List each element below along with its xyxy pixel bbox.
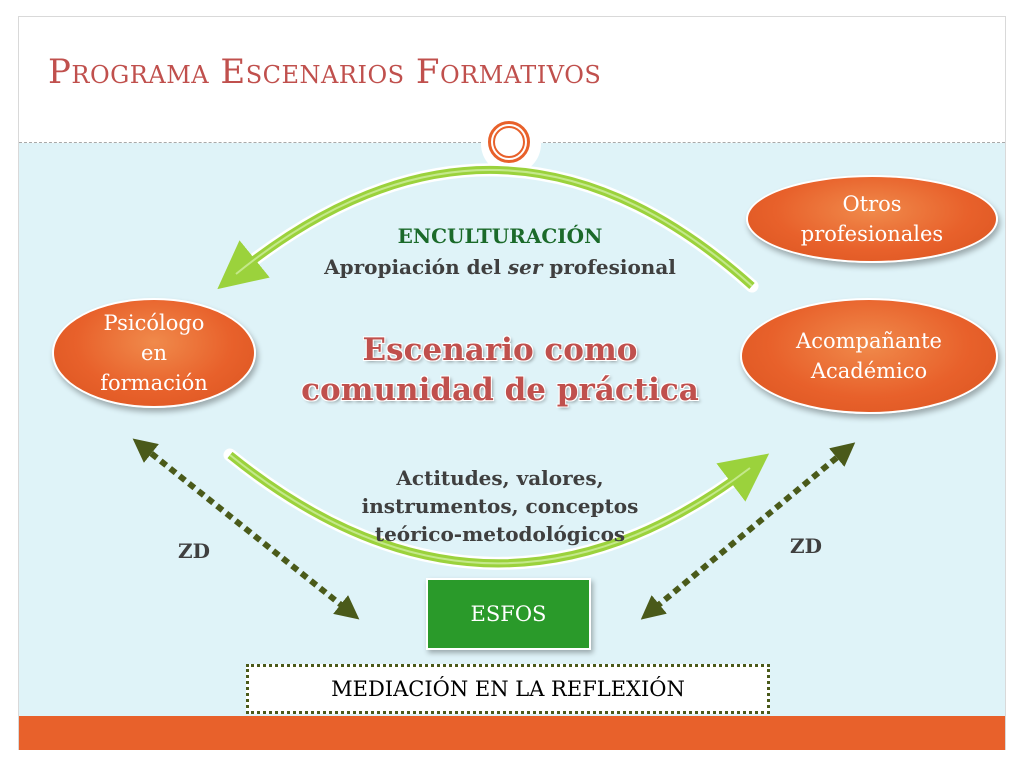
zd-right-double-arrow [640,442,856,620]
footer-bar [19,716,1005,750]
enculturacion-text-after: profesional [542,255,676,279]
zd-left-double-arrow [132,438,360,620]
enculturacion-heading: ENCULTURACIÓN [397,224,603,248]
esfos-box: ESFOS [426,578,591,650]
psicologo-line-3: formación [100,371,208,395]
otros-profesionales-oval: Otros profesionales [746,175,998,263]
mediacion-label: MEDIACIÓN EN LA REFLEXIÓN [331,677,685,701]
zd-left-label: ZD [178,539,210,563]
enculturacion-text-before: Apropiación del [324,255,508,279]
zd-right-label: ZD [790,534,822,558]
circle-ornament-ring [488,121,530,163]
contents-label: Actitudes, valores, instrumentos, concep… [300,464,700,548]
psicologo-oval: Psicólogo en formación [52,298,256,408]
esfos-label: ESFOS [470,602,547,626]
acompanante-line-2: Académico [810,359,928,383]
slide-title: Programa Escenarios Formativos [48,52,602,92]
contents-line-3: teórico-metodológicos [374,522,626,546]
otros-line-1: Otros [842,192,902,216]
contents-line-1: Actitudes, valores, [396,466,604,490]
contents-line-2: instrumentos, conceptos [361,494,639,518]
acompanante-oval: Acompañante Académico [740,298,998,414]
psicologo-line-2: en [141,341,167,365]
acompanante-line-1: Acompañante [796,329,942,353]
enculturacion-text-italic: ser [507,255,543,279]
center-title: Escenario como comunidad de práctica [250,330,750,410]
enculturacion-subtitle: Apropiación del ser profesional [260,253,740,281]
psicologo-line-1: Psicólogo [103,311,205,335]
mediacion-box: MEDIACIÓN EN LA REFLEXIÓN [246,664,770,714]
center-title-line-2: comunidad de práctica [301,372,699,408]
otros-line-2: profesionales [800,222,944,246]
circle-ornament-inner-ring [493,126,525,158]
center-title-line-1: Escenario como [362,332,638,368]
